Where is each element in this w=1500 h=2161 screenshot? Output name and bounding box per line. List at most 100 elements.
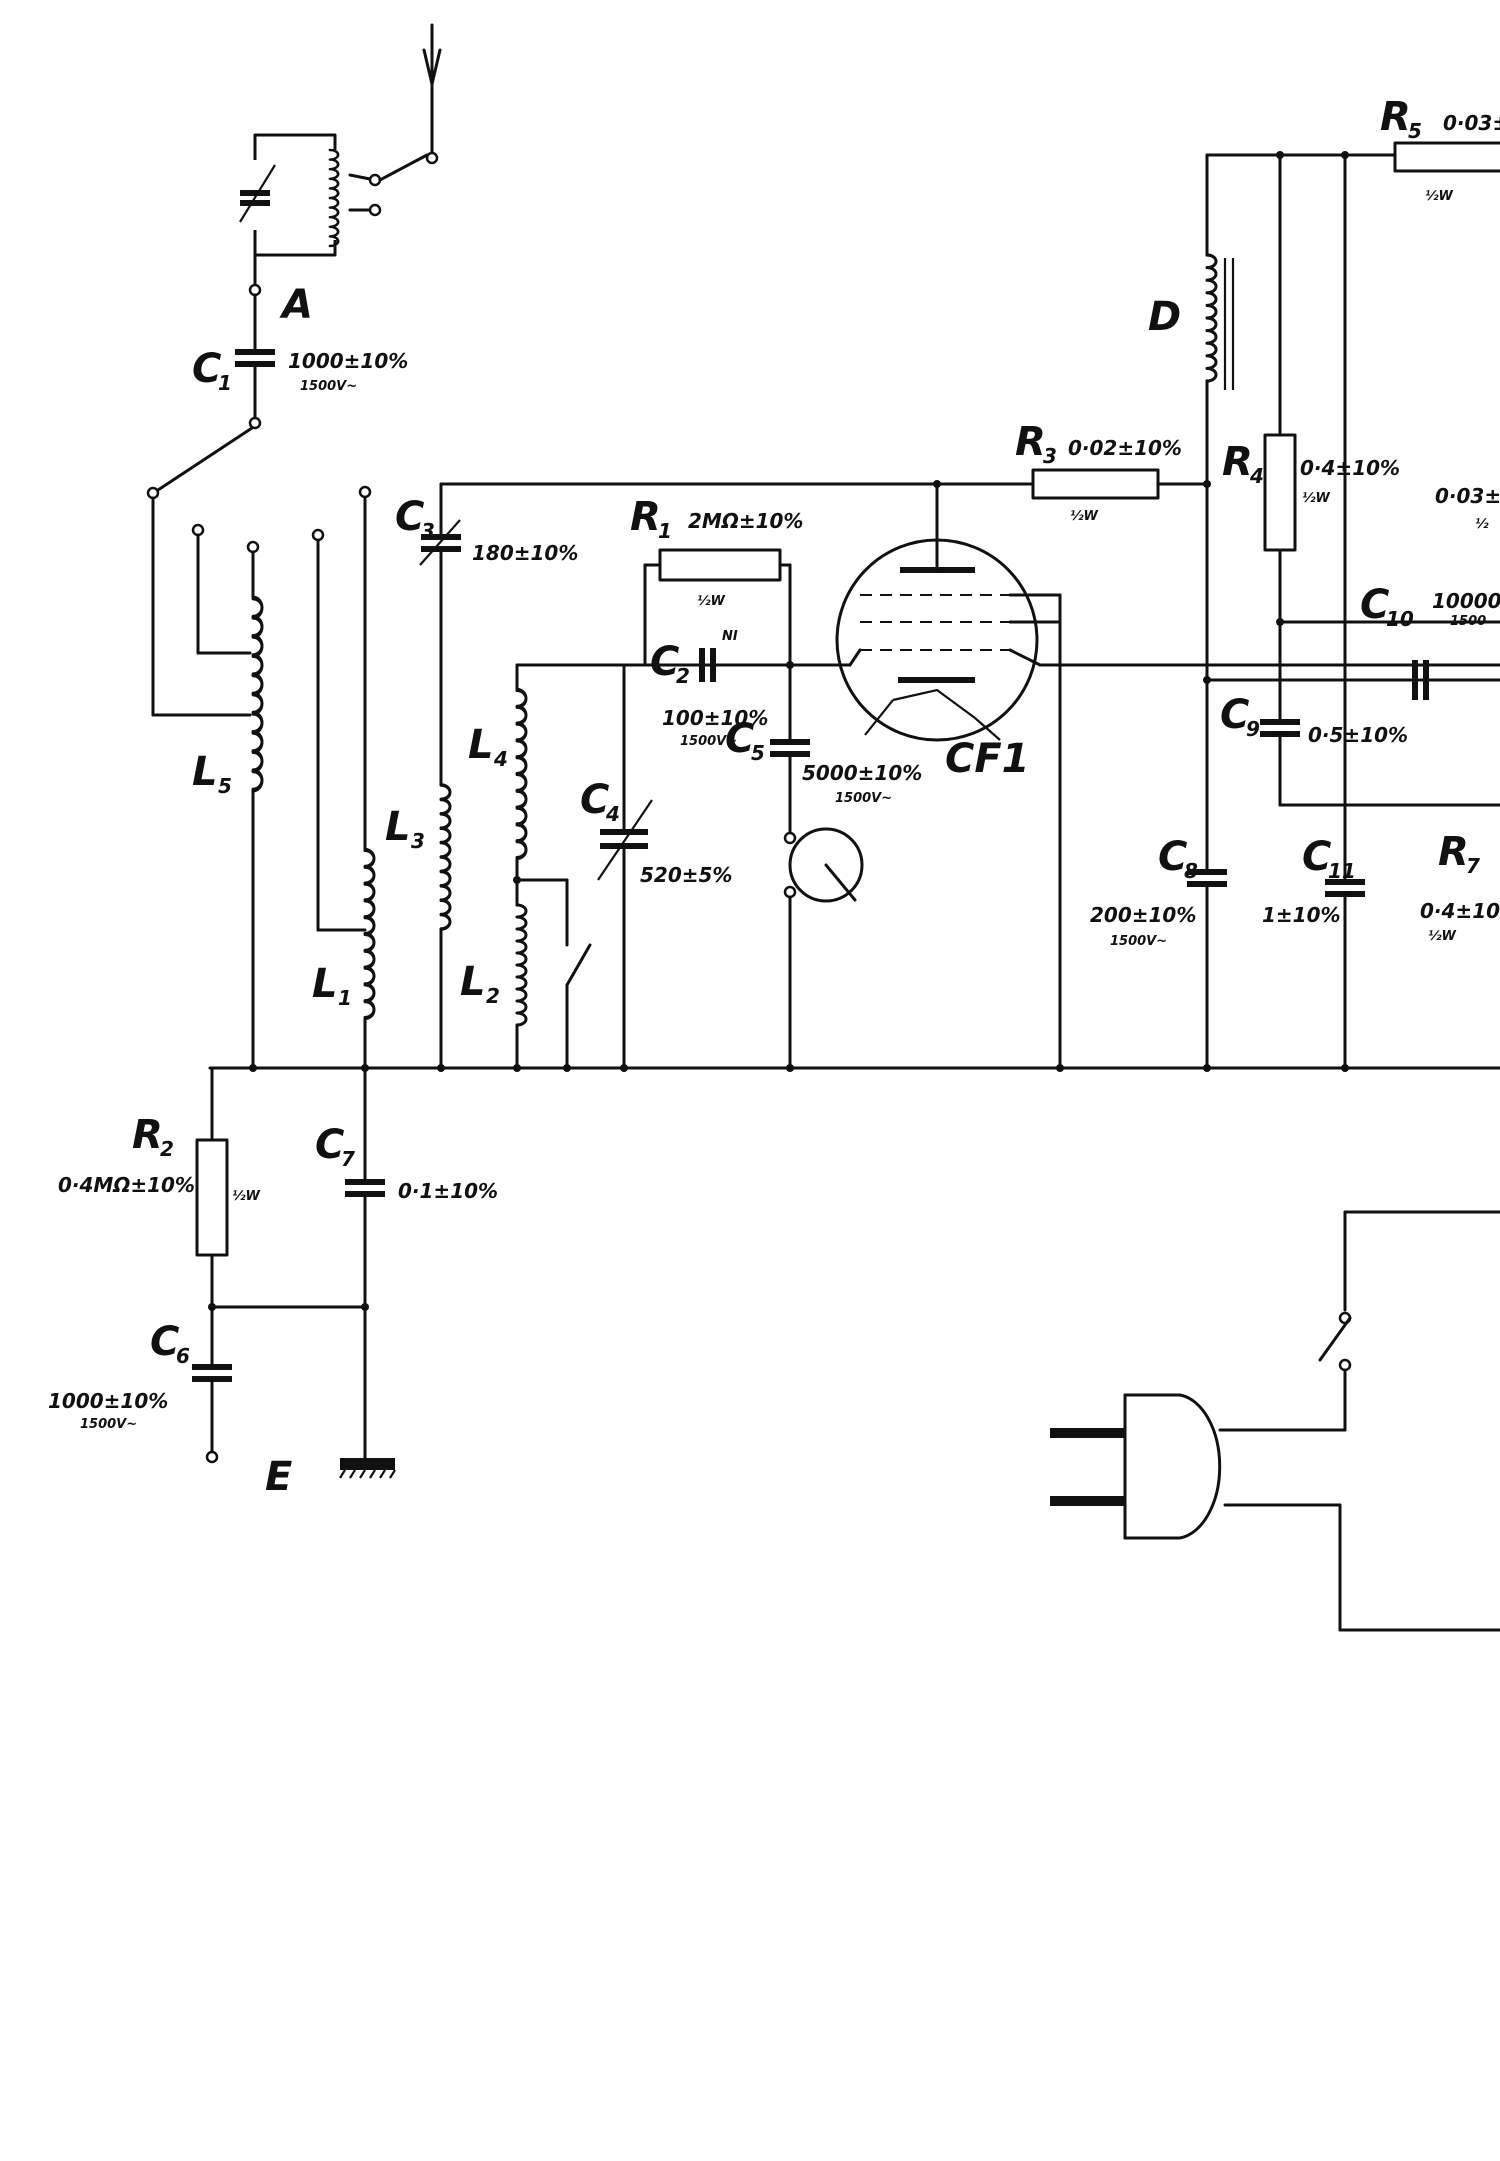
resistor-r4: [1263, 433, 1297, 552]
svg-text:½W: ½W: [1428, 929, 1456, 944]
svg-text:C: C: [580, 777, 609, 823]
svg-text:0·03±: 0·03±: [1435, 484, 1500, 508]
label-r1: R 1 2MΩ±10% ½W: [630, 494, 803, 609]
tube-label-cf1: CF1: [945, 736, 1030, 782]
svg-text:4: 4: [1249, 464, 1264, 488]
label-l1: L 1: [312, 961, 352, 1010]
svg-text:½W: ½W: [1302, 491, 1330, 506]
label-l4: L 4: [468, 722, 508, 771]
svg-text:200±10%: 200±10%: [1090, 903, 1196, 927]
svg-text:3: 3: [1043, 444, 1057, 468]
svg-text:5: 5: [218, 774, 232, 798]
svg-text:C: C: [725, 716, 754, 762]
label-c5: C 5 5000±10% 1500V~: [725, 716, 922, 806]
svg-text:1000±10%: 1000±10%: [48, 1389, 168, 1413]
svg-text:0·02±10%: 0·02±10%: [1068, 436, 1182, 460]
label-c11: C 11 1±10%: [1262, 834, 1356, 927]
svg-text:C: C: [1302, 834, 1331, 880]
label-c7: C 7 0·1±10%: [315, 1122, 498, 1203]
svg-text:R: R: [1380, 94, 1411, 140]
svg-text:R: R: [1222, 439, 1253, 485]
svg-text:8: 8: [1184, 859, 1198, 883]
capacitor-c2: [699, 648, 716, 682]
svg-text:1: 1: [218, 371, 232, 395]
svg-text:C: C: [150, 1319, 179, 1365]
svg-text:4: 4: [493, 747, 508, 771]
coil-l1: [311, 485, 374, 1070]
svg-text:100±10%: 100±10%: [662, 706, 768, 730]
label-a: A: [279, 282, 313, 328]
svg-text:2: 2: [486, 984, 500, 1008]
mains-plug: [1050, 1210, 1500, 1632]
capacitor-c5: [770, 739, 810, 757]
svg-text:C: C: [1158, 834, 1187, 880]
earth-label-e: E: [265, 1454, 292, 1500]
svg-text:4: 4: [605, 802, 620, 826]
resistor-r2: [195, 1138, 229, 1257]
svg-text:520±5%: 520±5%: [640, 863, 732, 887]
label-r4: R 4 0·4±10% ½W: [1222, 439, 1400, 506]
label-c2: C 2 NI 100±10% 1500V~: [650, 629, 768, 749]
label-r3: R 3 0·02±10% ½W: [1015, 419, 1182, 524]
svg-text:1500V~: 1500V~: [835, 791, 892, 806]
svg-text:10000: 10000: [1432, 589, 1500, 613]
svg-text:L: L: [312, 961, 338, 1007]
label-r5: R 5 0·03± ½W: [1380, 94, 1500, 204]
svg-text:½W: ½W: [1425, 189, 1453, 204]
band-switch: [156, 426, 254, 492]
svg-text:2: 2: [160, 1137, 174, 1161]
svg-text:C: C: [1360, 582, 1389, 628]
svg-text:1500V~: 1500V~: [680, 734, 737, 749]
svg-text:½: ½: [1475, 517, 1489, 532]
choke-label-d: D: [1148, 294, 1181, 340]
label-c8: C 8 200±10% 1500V~: [1090, 834, 1198, 949]
choke-d: [1205, 253, 1235, 390]
wave-switch: [565, 943, 592, 1070]
svg-text:R: R: [1015, 419, 1046, 465]
svg-text:R: R: [132, 1112, 163, 1158]
capacitor-c7: [345, 1179, 385, 1197]
chassis-ground-symbol: [339, 1458, 396, 1479]
label-r7: R 7 0·4±10% ½W: [1420, 829, 1500, 944]
svg-text:L: L: [460, 959, 486, 1005]
resistor-r1: [658, 548, 782, 582]
variable-capacitor-c4: [597, 799, 653, 881]
svg-text:L: L: [192, 749, 218, 795]
svg-text:L: L: [385, 804, 411, 850]
svg-text:1500V~: 1500V~: [1110, 934, 1167, 949]
label-l3: L 3: [385, 804, 425, 853]
svg-text:½W: ½W: [1070, 509, 1098, 524]
label-c4: C 4 520±5%: [580, 777, 732, 887]
svg-text:C: C: [650, 639, 679, 685]
coil-l5: [191, 523, 262, 1070]
label-c9: C 9 0·5±10%: [1220, 692, 1408, 747]
label-r2: R 2 0·4MΩ±10% ½W: [58, 1112, 260, 1204]
svg-text:10: 10: [1386, 607, 1414, 631]
svg-text:C: C: [315, 1122, 344, 1168]
svg-text:3: 3: [421, 519, 435, 543]
svg-text:1500V~: 1500V~: [80, 1417, 137, 1432]
capacitor-c1: [235, 349, 275, 367]
svg-text:NI: NI: [722, 629, 738, 644]
label-c1: C 1 1000±10% 1500V~: [192, 346, 408, 395]
antenna-symbol: [422, 23, 442, 160]
resistor-r5: [1393, 141, 1500, 173]
svg-text:L: L: [468, 722, 494, 768]
svg-text:5: 5: [1408, 119, 1422, 143]
label-c3: C 3 180±10%: [395, 494, 578, 565]
coil-l3: [439, 783, 452, 1070]
svg-text:6: 6: [176, 1344, 190, 1368]
coil-l2: [515, 903, 528, 1027]
coil-l4: [517, 690, 526, 858]
svg-text:0·4±10%: 0·4±10%: [1420, 899, 1500, 923]
svg-text:2: 2: [676, 664, 690, 688]
svg-text:5: 5: [751, 741, 765, 765]
label-r6-partial: 0·03± ½: [1435, 484, 1500, 532]
variable-capacitor-c3: [419, 519, 461, 566]
svg-text:0·4MΩ±10%: 0·4MΩ±10%: [58, 1173, 195, 1197]
svg-text:C: C: [192, 346, 221, 392]
capacitor-c9: [1260, 719, 1300, 737]
label-c10: C 10 10000 1500: [1360, 582, 1500, 631]
svg-text:1: 1: [658, 519, 672, 543]
